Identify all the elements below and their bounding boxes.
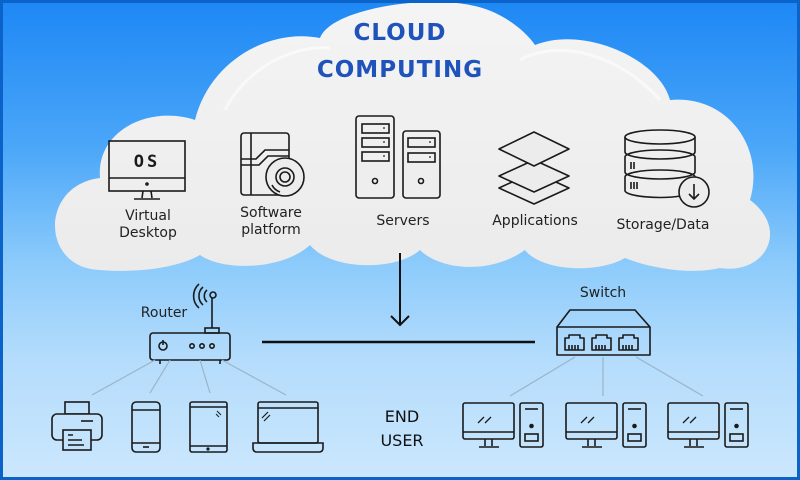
tablet-icon bbox=[189, 401, 228, 453]
smartphone-icon bbox=[131, 401, 161, 453]
desktop-computer-icon bbox=[462, 402, 544, 448]
label-line: Virtual bbox=[125, 208, 171, 224]
label-line: Desktop bbox=[119, 225, 177, 241]
desktop-computer-icon bbox=[565, 402, 647, 448]
cloud-to-network-arrow bbox=[390, 253, 410, 327]
cloud-shape bbox=[55, 3, 770, 271]
service-label-servers: Servers bbox=[376, 213, 430, 229]
software-box-disc-icon bbox=[240, 132, 305, 197]
label-line: END bbox=[384, 407, 420, 426]
label-line: Software bbox=[240, 205, 302, 221]
label-line: platform bbox=[241, 222, 301, 238]
title-line-1: CLOUD bbox=[353, 20, 447, 46]
desktop-computer-icon bbox=[667, 402, 749, 448]
monitor-os-icon bbox=[108, 140, 186, 200]
layers-stack-icon bbox=[498, 131, 570, 205]
switch-icon bbox=[556, 309, 651, 356]
router-connectors bbox=[91, 359, 287, 396]
switch-connectors bbox=[509, 356, 704, 397]
service-label-virtual-desktop: Virtual Desktop bbox=[119, 208, 177, 242]
monitor-os-text: OS bbox=[134, 152, 160, 172]
router-icon bbox=[149, 283, 231, 364]
laptop-icon bbox=[252, 401, 324, 453]
router-label: Router bbox=[140, 305, 188, 321]
printer-icon bbox=[51, 401, 103, 451]
label-line: USER bbox=[380, 431, 424, 450]
end-user-label: END USER bbox=[380, 405, 423, 453]
database-download-icon bbox=[624, 129, 710, 208]
switch-label: Switch bbox=[579, 285, 627, 301]
service-label-software-platform: Software platform bbox=[240, 205, 302, 239]
title-line-2: COMPUTING bbox=[316, 57, 484, 83]
service-label-storage-data: Storage/Data bbox=[616, 217, 710, 233]
servers-icon bbox=[355, 115, 441, 199]
service-label-applications: Applications bbox=[492, 213, 578, 229]
